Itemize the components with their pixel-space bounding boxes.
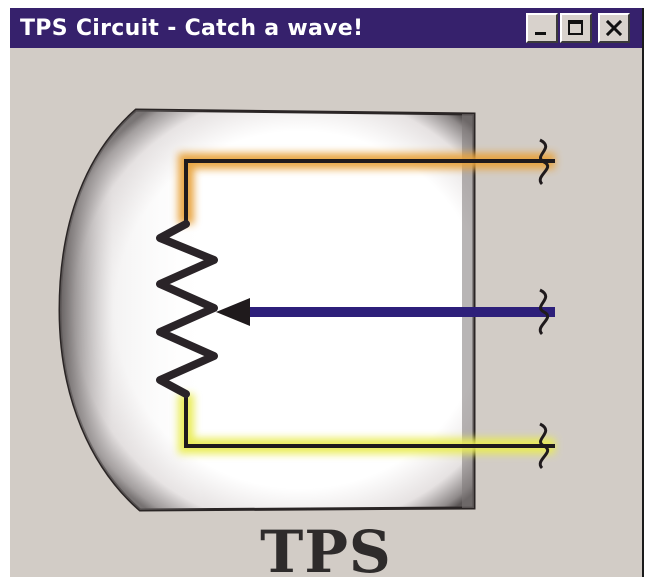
maximize-icon — [568, 20, 583, 35]
sensor-housing-shade — [60, 110, 210, 510]
resistor-zigzag — [156, 220, 218, 398]
wire-break-marks — [538, 138, 550, 470]
client-area: TPS — [10, 48, 642, 586]
wiper-arrow-icon — [216, 298, 250, 326]
window-title: TPS Circuit - Catch a wave! — [20, 15, 364, 41]
title-bar[interactable]: TPS Circuit - Catch a wave! — [10, 8, 642, 48]
diagram-caption: TPS — [260, 518, 392, 586]
close-icon — [605, 19, 623, 37]
top-wire — [178, 153, 555, 224]
tps-circuit-diagram — [58, 108, 555, 512]
app-window: TPS Circuit - Catch a wave! — [8, 8, 644, 586]
wiper-wire — [215, 298, 555, 326]
maximize-button[interactable] — [560, 13, 592, 43]
minimize-button[interactable] — [526, 13, 558, 43]
close-button[interactable] — [598, 13, 630, 43]
bottom-wire — [178, 394, 555, 454]
minimize-icon — [535, 32, 546, 35]
